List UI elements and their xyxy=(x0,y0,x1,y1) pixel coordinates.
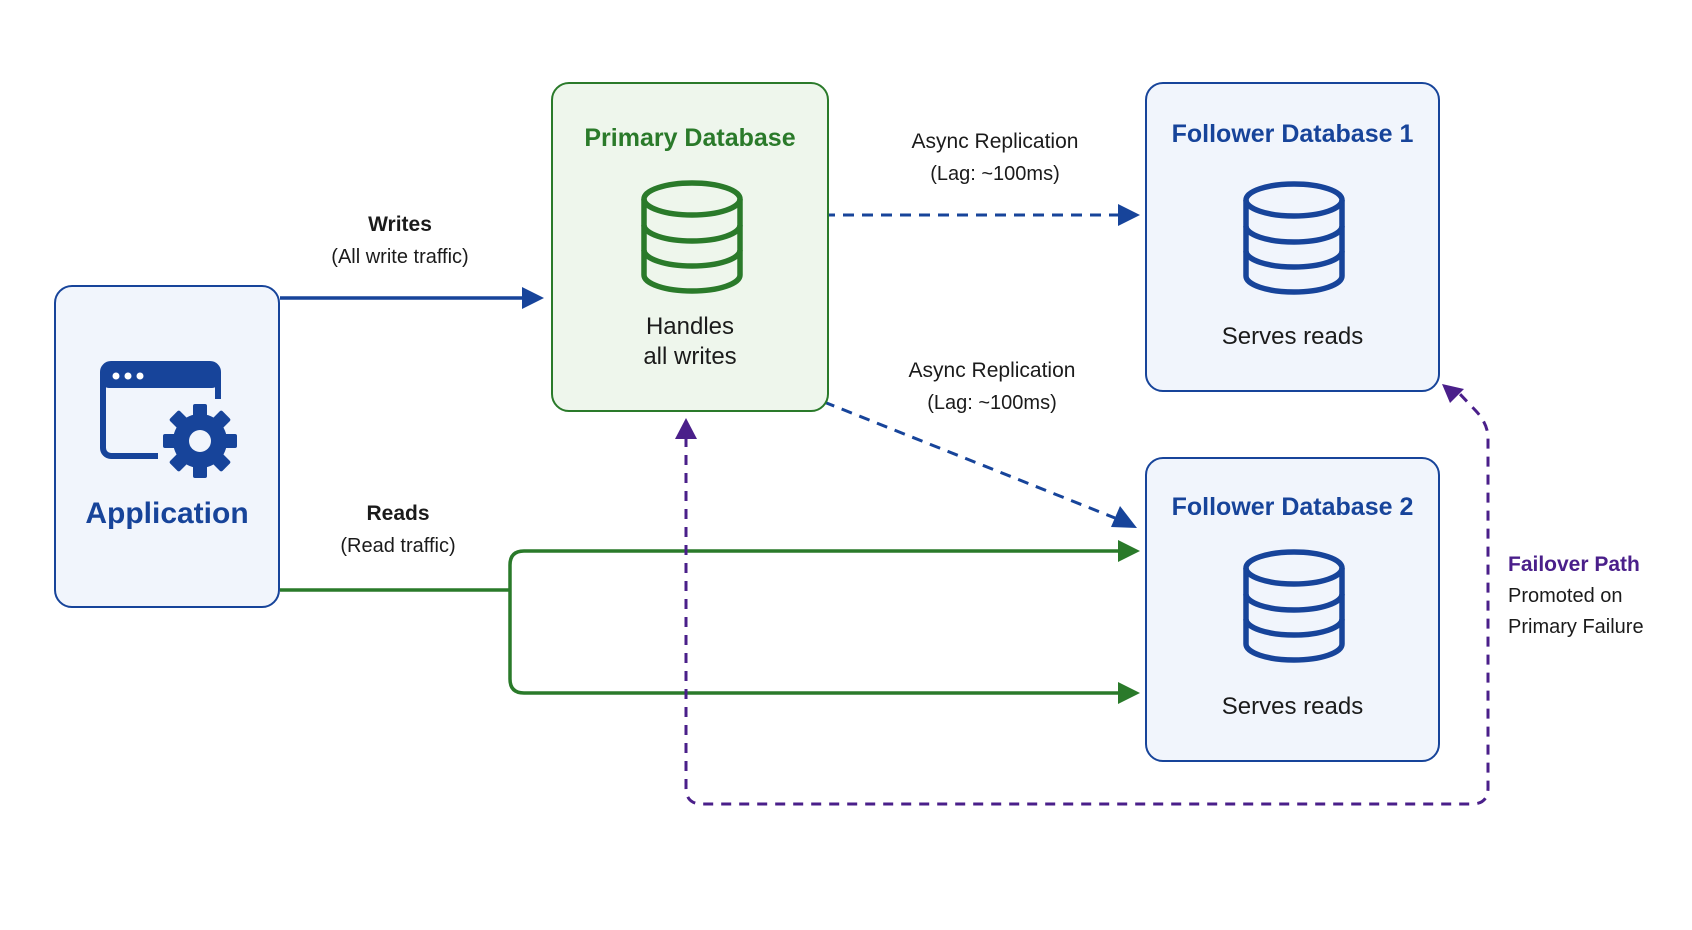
primary-database-title: Primary Database xyxy=(584,124,796,152)
replication-label-1: Async Replication (Lag: ~100ms) xyxy=(880,126,1110,190)
reads-arrow xyxy=(280,540,1140,704)
database-icon xyxy=(1243,549,1345,663)
failover-label-line-1: Promoted on xyxy=(1508,585,1623,607)
follower-database-2-subtitle: Serves reads xyxy=(1221,693,1364,720)
follower-database-1-node: Follower Database 1 Serves reads xyxy=(1145,82,1440,392)
replication-label-2: Async Replication (Lag: ~100ms) xyxy=(877,355,1107,419)
database-icon xyxy=(641,180,743,294)
replication-label-2-title: Async Replication xyxy=(908,359,1076,382)
database-icon xyxy=(1243,181,1345,295)
writes-label-title: Writes xyxy=(368,213,432,236)
primary-description-line-1: Handles xyxy=(645,313,735,340)
application-node: Application xyxy=(54,285,280,608)
failover-label: Failover Path Promoted on Primary Failur… xyxy=(1508,549,1644,643)
follower-database-1-subtitle: Serves reads xyxy=(1221,323,1364,350)
follower-database-1-title: Follower Database 1 xyxy=(1171,120,1414,148)
reads-label: Reads (Read traffic) xyxy=(298,498,498,562)
application-title: Application xyxy=(85,497,249,530)
writes-label: Writes (All write traffic) xyxy=(300,209,500,273)
failover-label-title: Failover Path xyxy=(1508,553,1640,576)
follower-database-2-title: Follower Database 2 xyxy=(1171,493,1414,521)
writes-arrow xyxy=(280,287,544,309)
failover-label-line-2: Primary Failure xyxy=(1508,616,1644,638)
writes-label-subtitle: (All write traffic) xyxy=(331,246,469,268)
follower-database-2-node: Follower Database 2 Serves reads xyxy=(1145,457,1440,762)
replication-arrow-2 xyxy=(823,400,1137,528)
app-settings-icon xyxy=(100,361,237,478)
primary-database-description: Handles all writes xyxy=(553,312,827,372)
replication-label-2-subtitle: (Lag: ~100ms) xyxy=(927,392,1057,414)
primary-description-line-2: all writes xyxy=(643,343,737,370)
reads-label-subtitle: (Read traffic) xyxy=(340,535,456,557)
replication-arrow-1 xyxy=(824,204,1140,226)
replication-label-1-subtitle: (Lag: ~100ms) xyxy=(930,163,1060,185)
failover-path xyxy=(675,384,1490,806)
primary-database-node: Primary Database Handles all writes xyxy=(551,82,829,412)
replication-label-1-title: Async Replication xyxy=(911,130,1079,153)
reads-label-title: Reads xyxy=(366,502,430,525)
